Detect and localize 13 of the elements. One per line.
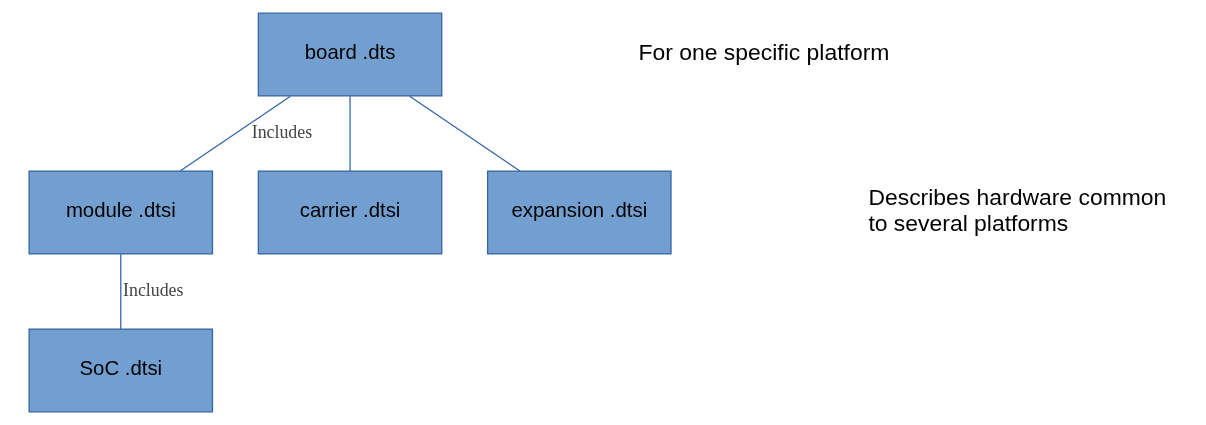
node-box: board .dts	[257, 12, 442, 97]
node-box: carrier .dtsi	[257, 170, 442, 255]
node-box: SoC .dtsi	[27, 328, 213, 413]
connector	[348, 95, 351, 172]
edge-label: Includes	[122, 280, 183, 301]
edge-label: Includes	[251, 122, 312, 143]
node-box: module .dtsi	[27, 170, 213, 255]
label: For one specific platform	[638, 39, 889, 66]
connector	[119, 253, 121, 330]
node-box: expansion .dtsi	[486, 170, 672, 255]
connector	[408, 95, 521, 172]
connector	[179, 95, 291, 172]
label: Describes hardware common to several platforms	[867, 184, 1166, 236]
